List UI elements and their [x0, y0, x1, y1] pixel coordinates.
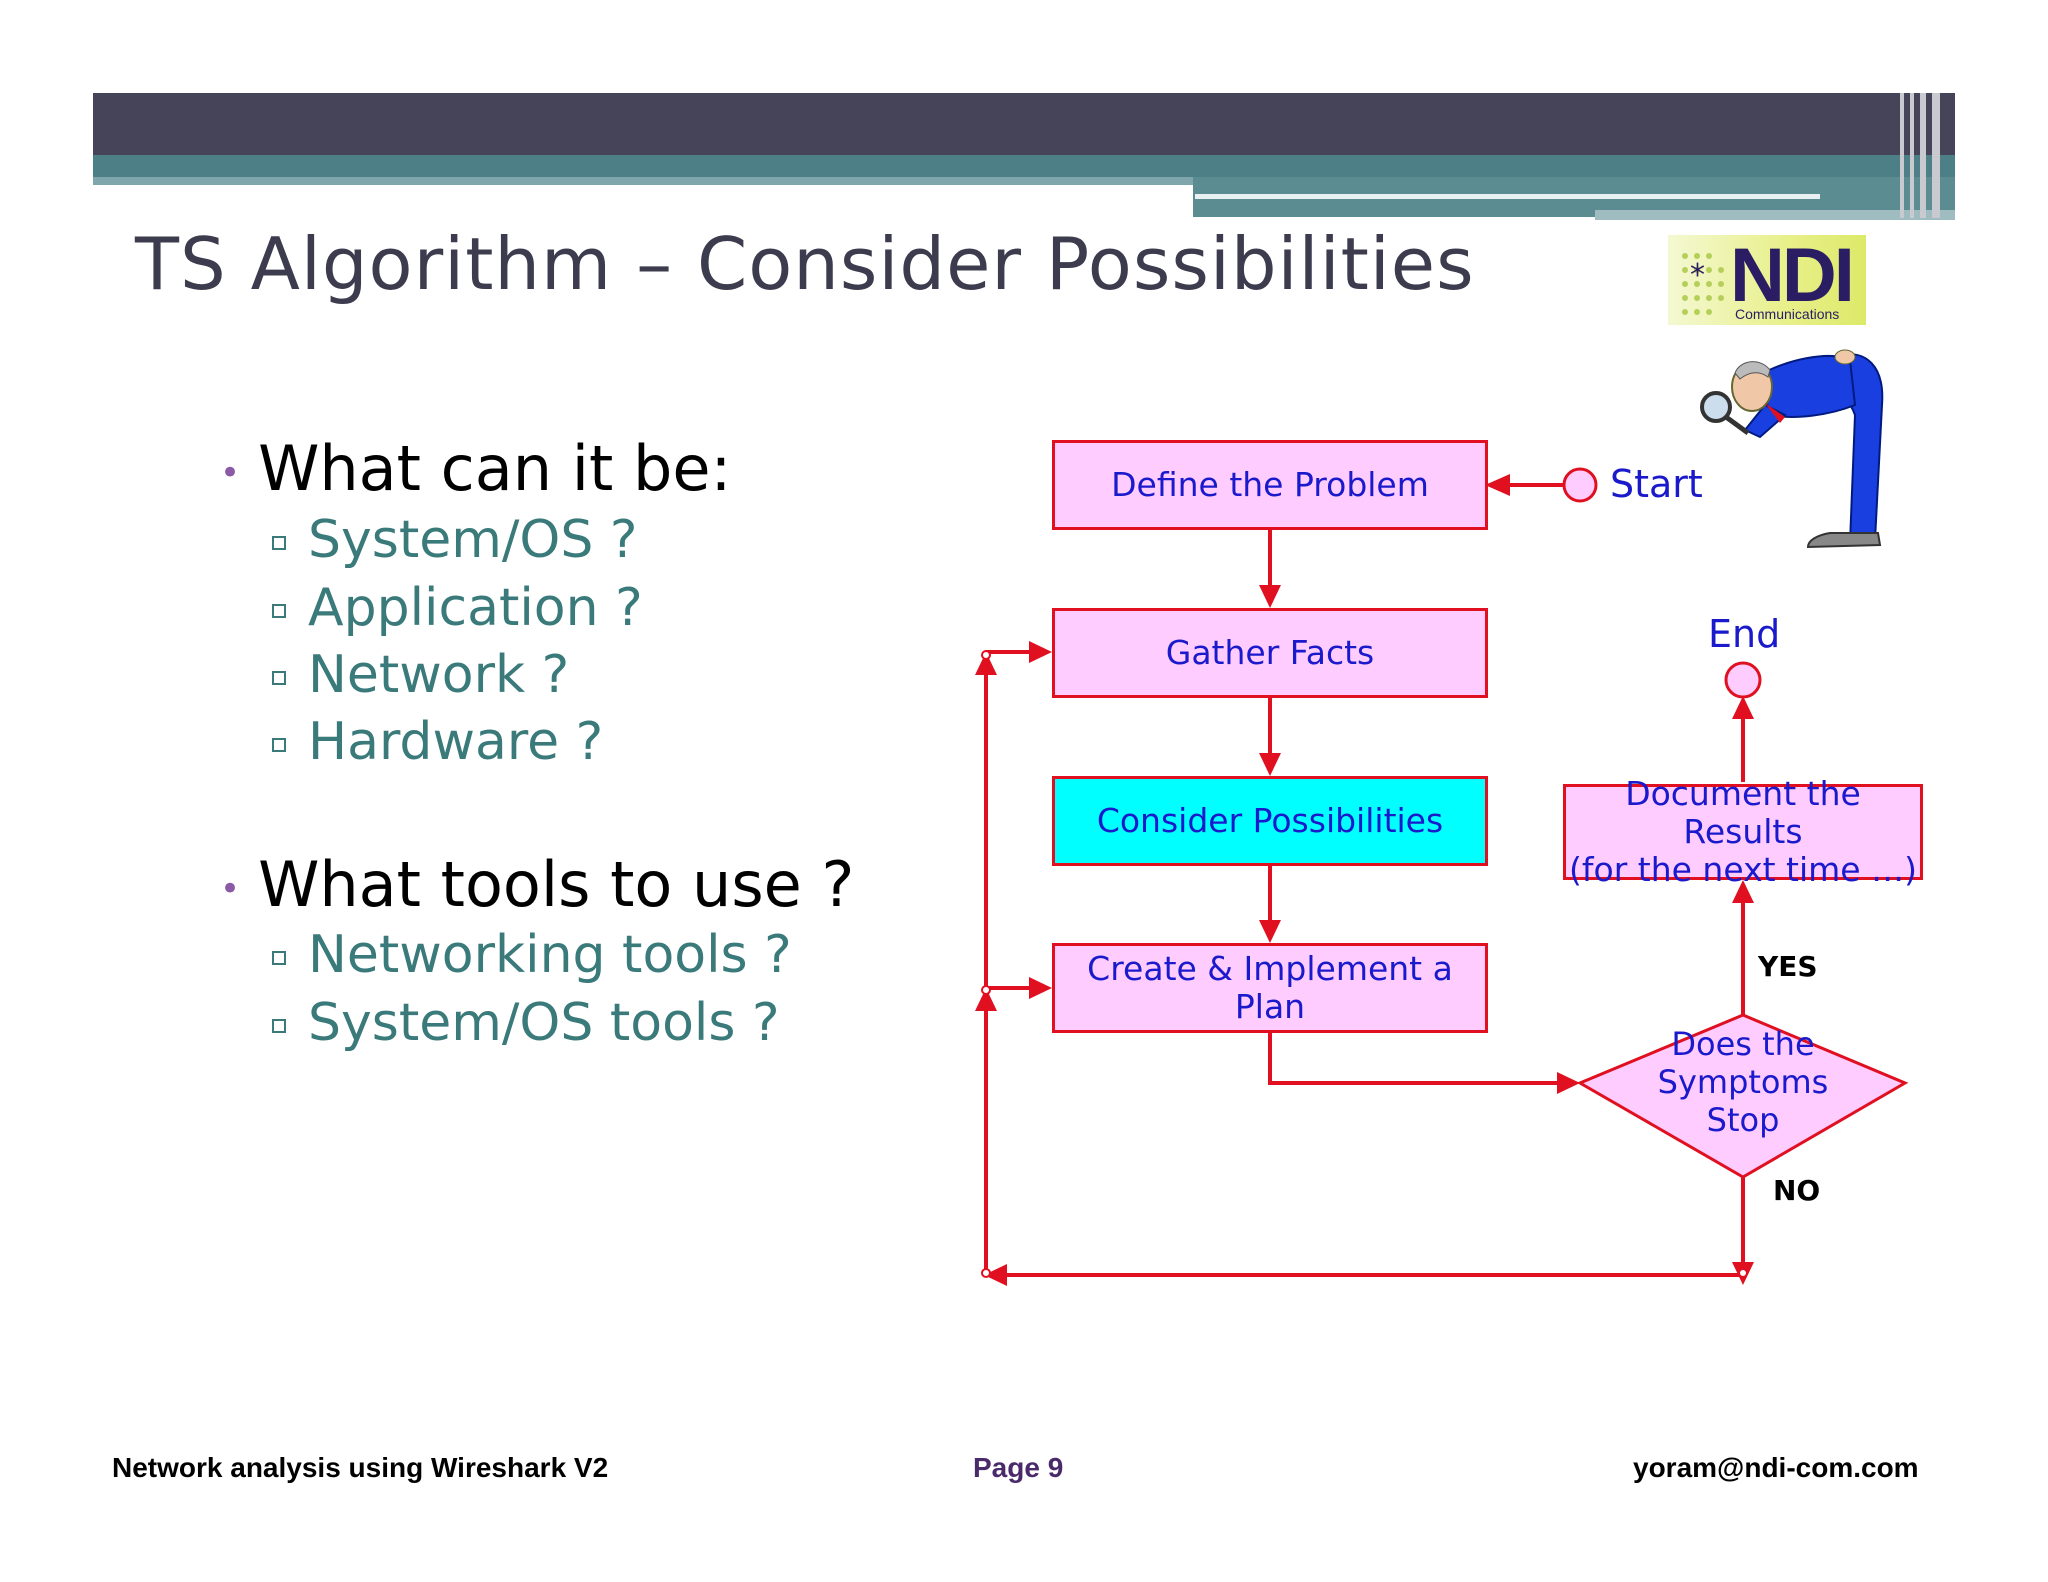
document-results-line: (for the next time …) [1569, 850, 1917, 889]
footer-title: Network analysis using Wireshark V2 [112, 1452, 609, 1483]
header-stripe [1900, 93, 1904, 218]
sub-bullet-item: System/OS tools ? [272, 993, 780, 1053]
bullet-label: What tools to use ? [258, 848, 855, 921]
define-problem-box: Define the Problem [1052, 440, 1488, 530]
start-label: Start [1610, 462, 1703, 506]
no-label: NO [1773, 1174, 1821, 1207]
bullet-item: •What tools to use ? [220, 848, 855, 921]
sub-bullet-label: Network ? [308, 645, 570, 705]
slide-title: TS Algorithm – Consider Possibilities [135, 222, 1475, 306]
sub-bullet-label: Networking tools ? [308, 925, 792, 985]
consider-possibilities-box: Consider Possibilities [1052, 776, 1488, 866]
sub-bullet-item: Networking tools ? [272, 925, 792, 985]
sub-bullet-item: Application ? [272, 578, 643, 638]
decision-text: Does the Symptoms Stop [1640, 1025, 1846, 1139]
connector [990, 1177, 1745, 1277]
start-node [1562, 467, 1598, 503]
header-band-line [1195, 194, 1820, 199]
yes-label: YES [1758, 950, 1818, 983]
decision-line: Symptoms [1657, 1063, 1829, 1101]
header-band-accent [1595, 210, 1955, 220]
end-node [1724, 661, 1762, 699]
gather-facts-box: Gather Facts [1052, 608, 1488, 698]
footer-page-number: Page 9 [973, 1452, 1064, 1483]
header-stripe [1920, 93, 1926, 218]
create-plan-box: Create & Implement a Plan [1052, 943, 1488, 1033]
header-band [93, 93, 1955, 155]
sub-bullet-item: Hardware ? [272, 712, 603, 772]
logo-subtitle: Communications [1735, 306, 1840, 322]
header-stripe [1932, 93, 1940, 218]
decision-diamond [1576, 1013, 1909, 1179]
star-icon: * [1690, 258, 1705, 293]
logo-wordmark: NDI [1730, 233, 1855, 318]
sub-bullet-item: Network ? [272, 645, 569, 705]
decision-line: Does the [1671, 1025, 1815, 1063]
end-label: End [1708, 612, 1781, 656]
footer-email: yoram@ndi-com.com [1633, 1452, 1919, 1483]
sub-bullet-label: System/OS ? [308, 510, 638, 570]
decision-line: Stop [1706, 1101, 1780, 1139]
bullet-label: What can it be: [258, 432, 732, 505]
ndi-logo [1668, 235, 1866, 325]
detective-illustration [1700, 349, 1884, 549]
document-results-line: Document the Results [1625, 774, 1861, 851]
sub-bullet-label: System/OS tools ? [308, 993, 780, 1053]
connector [1268, 1033, 1565, 1085]
document-results-box: Document the Results (for the next time … [1563, 775, 1923, 889]
sub-bullet-label: Hardware ? [308, 712, 604, 772]
header-band-accent [93, 177, 1193, 185]
bullet-item: •What can it be: [220, 432, 732, 505]
sub-bullet-item: System/OS ? [272, 510, 638, 570]
header-stripe [1910, 93, 1914, 218]
sub-bullet-label: Application ? [308, 578, 643, 638]
header-band-accent [93, 155, 1955, 177]
